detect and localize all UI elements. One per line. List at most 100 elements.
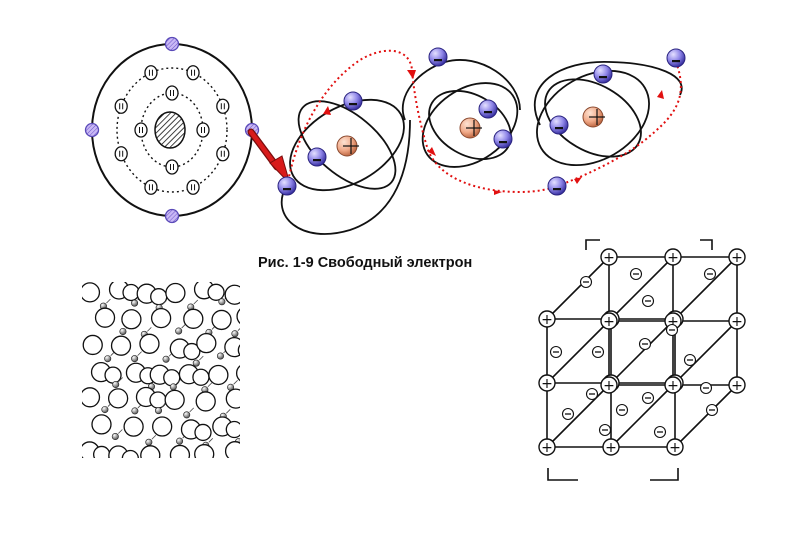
ion-circle (242, 418, 271, 439)
ion-circle (108, 282, 140, 302)
plus-sign: + (541, 376, 553, 392)
ion-circle (91, 414, 112, 435)
inner-shell-electron (196, 122, 210, 138)
ion-circle (193, 282, 225, 301)
electron-sphere-icon (493, 129, 513, 149)
ion-circle (149, 364, 181, 387)
ion-circle (180, 419, 212, 442)
middle-shell-electron (114, 146, 128, 162)
positive-ion: + (600, 248, 618, 266)
electron-dot (264, 436, 274, 446)
electron-sphere-icon (307, 147, 327, 167)
ion-circle (224, 441, 240, 458)
ion-circle (82, 387, 101, 408)
free-electron-minus (629, 267, 643, 281)
electron-sphere-icon (478, 99, 498, 119)
plus-sign: + (541, 440, 553, 456)
free-electron-minus (641, 294, 655, 308)
plus-sign: + (605, 440, 617, 456)
ion-circle (82, 282, 101, 303)
electron-sphere-icon (428, 47, 448, 67)
middle-shell-electron (186, 179, 200, 195)
free-electron-minus (638, 337, 652, 351)
ion-circle (225, 388, 240, 409)
positive-ion: + (538, 310, 556, 328)
orbit-lines (280, 59, 683, 235)
electron-dot (175, 323, 186, 335)
ion-circle (169, 338, 201, 361)
ion-circle (211, 309, 232, 331)
ion-circle (224, 284, 240, 305)
ion-circle (136, 283, 168, 306)
nucleus-sphere-icon (459, 117, 482, 139)
ion-circle (164, 389, 185, 411)
plus-sign: + (667, 250, 679, 266)
trajectory-arrowheads (323, 70, 664, 195)
free-electron-minus (699, 381, 713, 395)
electron-dot (111, 429, 123, 441)
middle-shell-electron (216, 98, 230, 114)
electron-dot (231, 328, 240, 338)
bohr-atom-icon (84, 36, 260, 224)
positive-ion: + (600, 376, 618, 394)
plus-sign: + (667, 378, 679, 394)
emission-arrow-icon (247, 128, 291, 185)
ion-circle (123, 416, 144, 437)
plus-sign: + (731, 378, 743, 394)
middle-shell-electron (216, 146, 230, 162)
electron-dot (245, 459, 255, 469)
free-electron-minus (591, 345, 605, 359)
ion-circle (224, 336, 240, 358)
plus-sign: + (731, 314, 743, 330)
free-electron-minus (598, 423, 612, 437)
positive-ion: + (728, 248, 746, 266)
plus-sign: + (541, 312, 553, 328)
ion-circle (82, 441, 111, 458)
electron-sphere-icon (549, 115, 569, 135)
free-electron-minus (561, 407, 575, 421)
middle-shell-electron (144, 65, 158, 81)
ion-circle (82, 334, 103, 356)
plus-sign: + (667, 314, 679, 330)
free-electron-minus (641, 391, 655, 405)
atom-nucleus (154, 111, 186, 149)
electron-dot (131, 351, 142, 363)
middle-shell-electron (186, 65, 200, 81)
inner-shell-electron (134, 122, 148, 138)
electron-dot (161, 462, 171, 472)
electron-trajectory (286, 49, 682, 194)
outer-shell-electron (84, 122, 100, 138)
ion-circle (183, 308, 204, 329)
ion-circle (152, 416, 173, 437)
ion-circle (150, 307, 172, 329)
ion-circle (121, 309, 142, 330)
electron-dot (162, 351, 174, 363)
electron-dot (245, 407, 255, 417)
electron-dot (192, 355, 204, 367)
free-electron-minus (683, 353, 697, 367)
electron-dot (260, 379, 270, 389)
electron-dot (213, 463, 223, 473)
ion-circle (178, 364, 210, 386)
electron-dot (155, 403, 166, 415)
positive-ion: + (664, 248, 682, 266)
free-electron-minus (703, 267, 717, 281)
inner-shell-electron (165, 85, 179, 101)
electron-dot (227, 380, 238, 391)
electron-sphere-icon (593, 64, 613, 84)
ion-circle (169, 444, 191, 458)
plus-sign: + (603, 314, 615, 330)
free-electron-minus (653, 425, 667, 439)
ion-circle (108, 445, 139, 458)
free-electron-minus (585, 387, 599, 401)
positive-ion: + (602, 438, 620, 456)
electron-dot (102, 459, 112, 469)
positive-ion: + (728, 376, 746, 394)
electron-dot (259, 324, 269, 334)
electron-dot (112, 377, 123, 389)
ion-circle (107, 388, 129, 409)
electron-dot (246, 302, 256, 312)
ion-circle (194, 444, 215, 458)
